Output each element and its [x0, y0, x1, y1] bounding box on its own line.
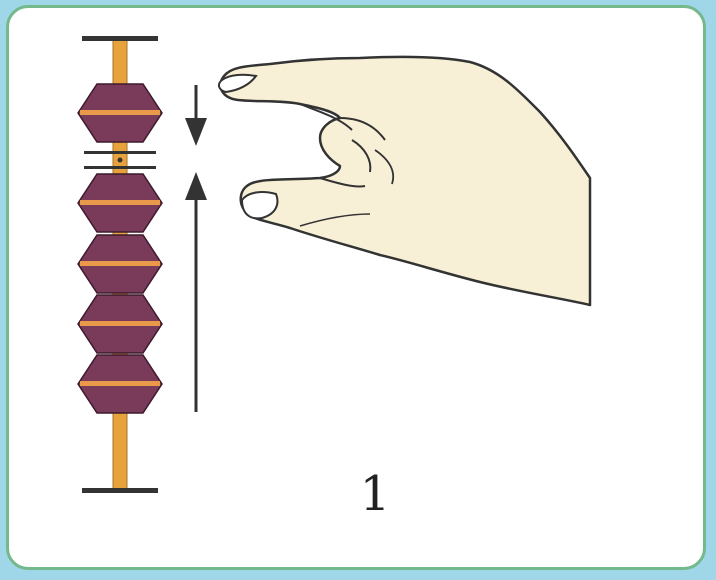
arrow-up-icon: [185, 172, 207, 412]
arrow-down-icon: [185, 85, 207, 146]
step-number: 1: [340, 470, 410, 518]
lower-bead: [78, 174, 162, 232]
abacus-bottom-frame: [82, 488, 158, 493]
lower-bead: [78, 235, 162, 293]
hand-icon: [219, 57, 590, 305]
abacus-top-frame: [82, 36, 158, 41]
upper-bead: [78, 84, 162, 142]
lower-bead: [78, 295, 162, 353]
reckoning-bar: [84, 151, 156, 169]
lower-bead: [78, 355, 162, 413]
